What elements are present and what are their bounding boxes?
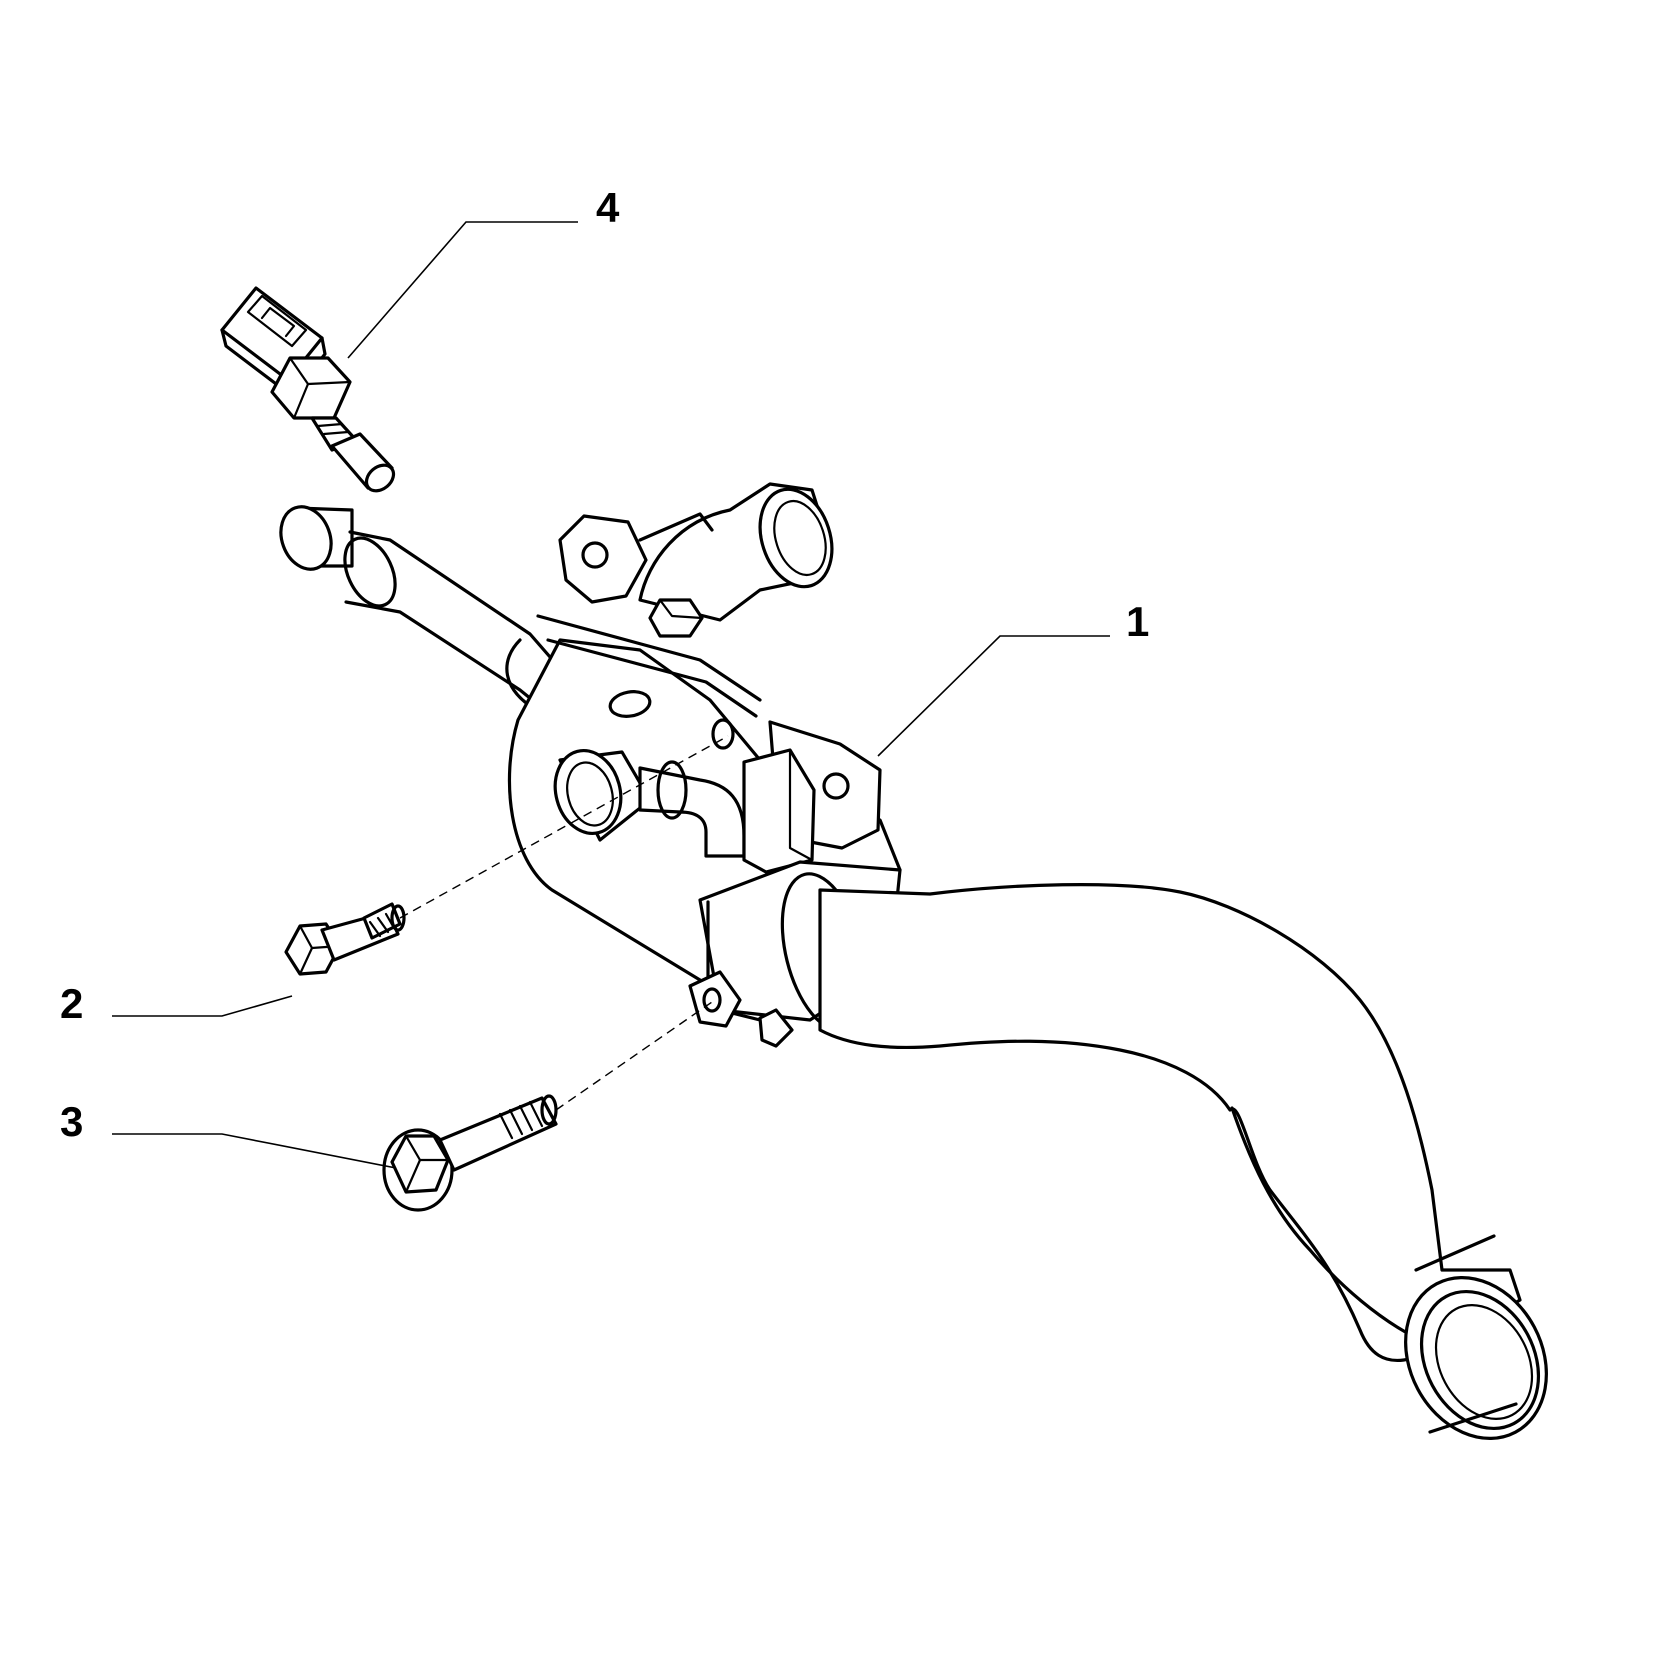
assembly-line-bolt-2	[399, 735, 729, 919]
leader-line-4	[347, 221, 578, 359]
callout-3: 3	[60, 1098, 83, 1145]
assembly-line-bolt-3	[555, 1001, 713, 1111]
temperature-sensor-part-4	[220, 286, 396, 493]
callout-2: 2	[60, 980, 83, 1027]
callout-1: 1	[1126, 598, 1149, 645]
leader-line-3	[112, 1133, 397, 1169]
bolt-part-2	[284, 902, 406, 976]
leader-line-1	[877, 635, 1110, 757]
callout-4: 4	[596, 184, 620, 231]
leader-line-2	[112, 995, 293, 1017]
thermostat-housing-part-1	[279, 482, 1548, 1440]
flange-bolt-part-3	[382, 1094, 558, 1212]
